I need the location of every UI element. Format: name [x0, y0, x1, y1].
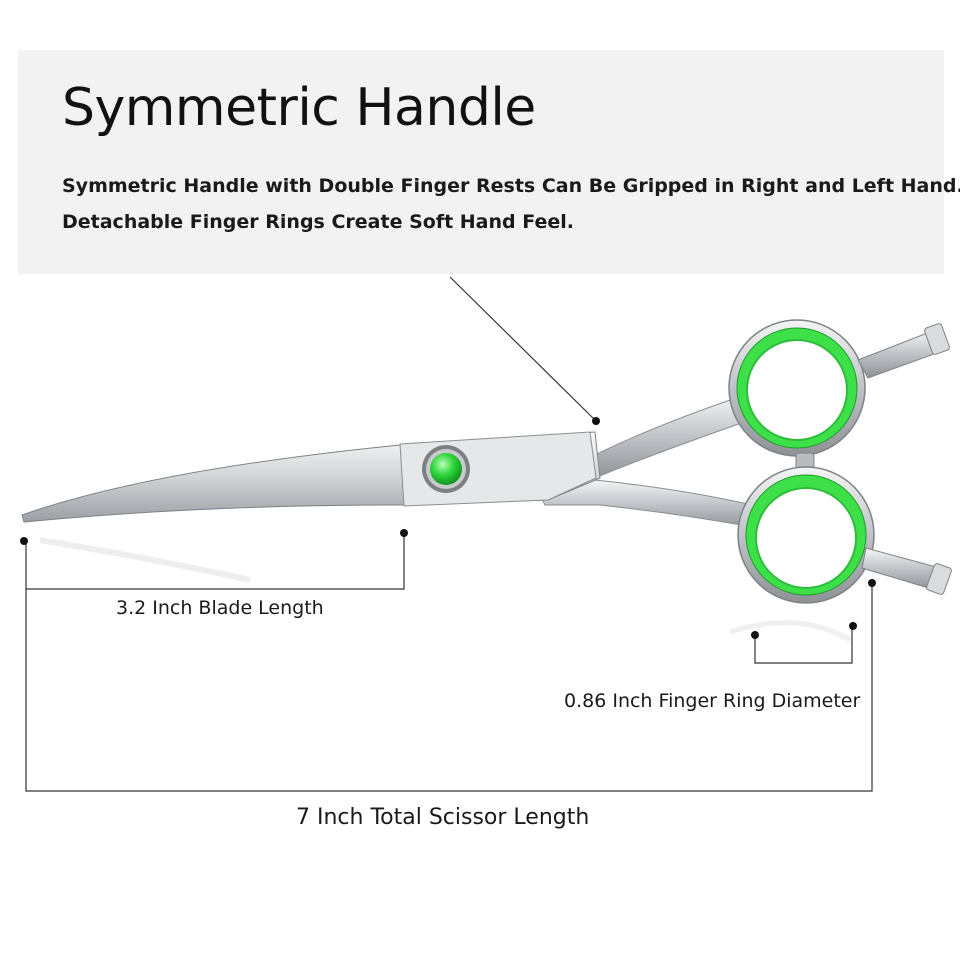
- description-line-1: Symmetric Handle with Double Finger Rest…: [62, 175, 960, 197]
- lower-rest-tip: [926, 563, 952, 595]
- description-line-2: Detachable Finger Rings Create Soft Hand…: [62, 211, 574, 233]
- ring-end-dot: [849, 622, 857, 630]
- blade-length-bracket: [25, 534, 405, 590]
- total-end-dot: [868, 579, 876, 587]
- upper-finger-ring: [728, 319, 866, 457]
- pivot-gem: [430, 453, 462, 485]
- total-length-label: 7 Inch Total Scissor Length: [296, 805, 590, 830]
- page-title: Symmetric Handle: [62, 78, 536, 138]
- total-length-bracket: [25, 584, 873, 792]
- blade-reflection: [39, 537, 251, 583]
- finger-ring-diameter-label: 0.86 Inch Finger Ring Diameter: [564, 690, 861, 712]
- blade-start-dot: [20, 537, 28, 545]
- blade-end-dot: [400, 529, 408, 537]
- ring-reflection: [729, 620, 852, 643]
- ring-start-dot: [751, 631, 759, 639]
- header-panel: Symmetric Handle Symmetric Handle with D…: [18, 50, 960, 274]
- blade-length-label: 3.2 Inch Blade Length: [116, 597, 324, 619]
- ring-diameter-bracket: [754, 627, 853, 664]
- lower-finger-ring: [737, 466, 875, 604]
- upper-rest-tip: [924, 323, 950, 355]
- pointer-dot: [592, 417, 600, 425]
- pointer-line: [449, 276, 595, 420]
